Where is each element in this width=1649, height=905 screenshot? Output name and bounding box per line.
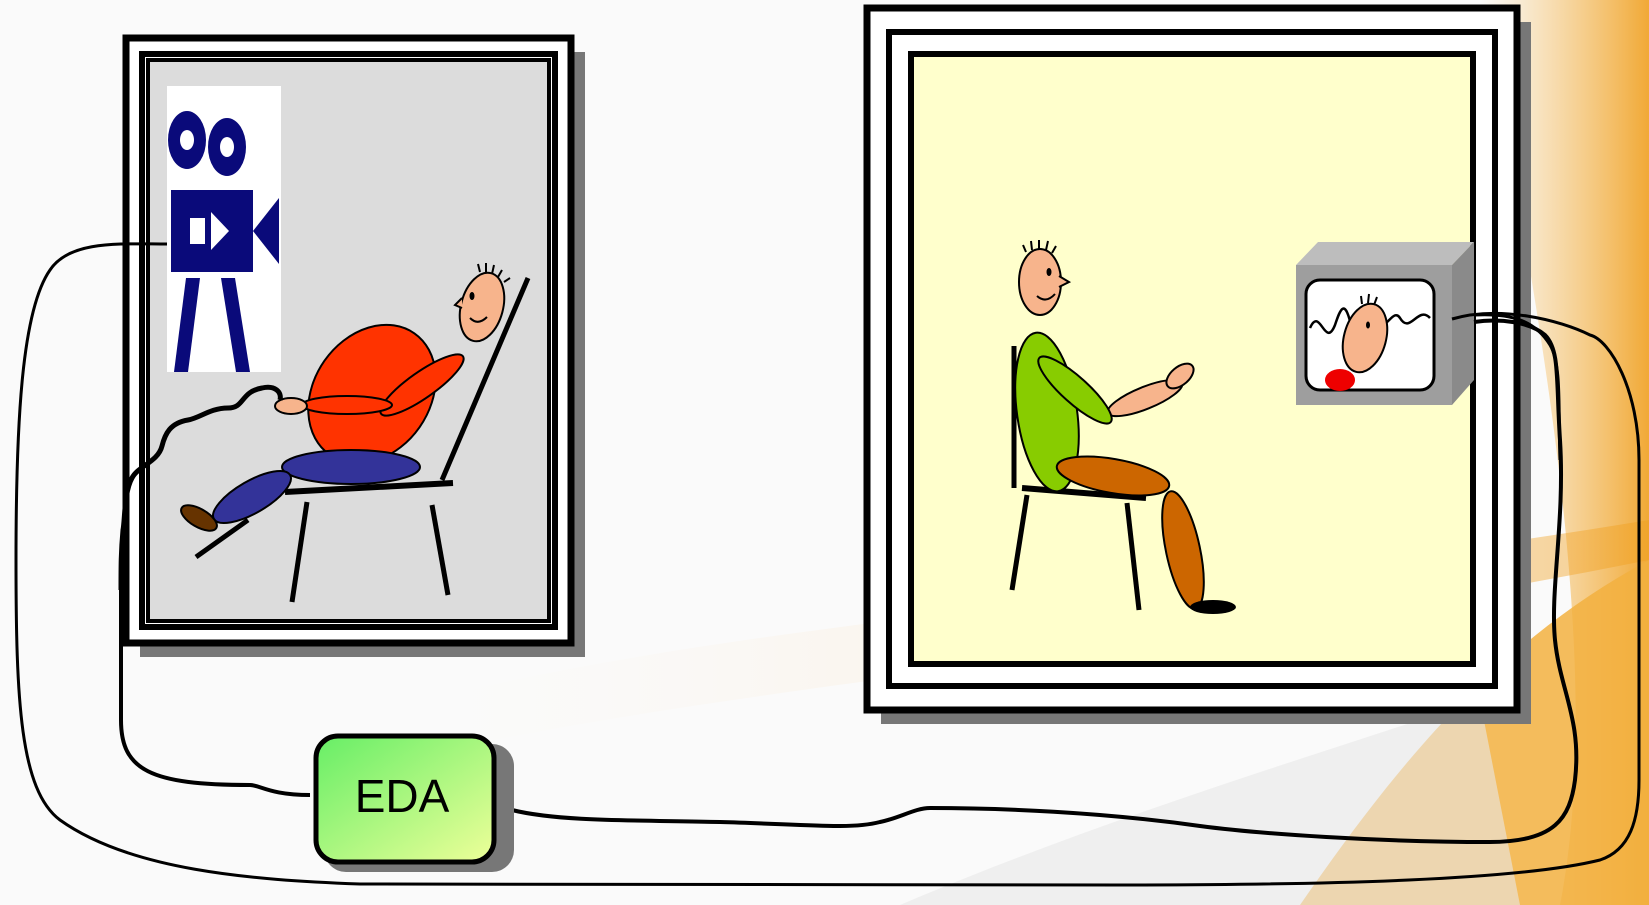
video-camera-icon [167,86,281,372]
monitor-icon [1296,242,1474,405]
eda-label: EDA [355,770,450,822]
eda-device: EDA [316,736,514,872]
